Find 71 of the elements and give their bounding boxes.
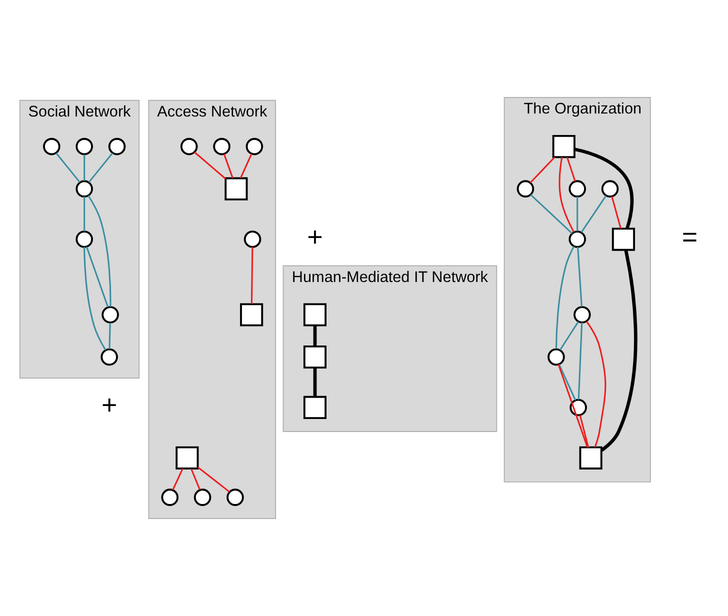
connector: [84, 196, 86, 232]
connector: [250, 247, 254, 304]
connector: [558, 157, 575, 233]
connector: [56, 152, 80, 183]
node-box: [240, 303, 264, 326]
connector: [197, 466, 230, 492]
node-circle: [43, 138, 60, 156]
node-circle: [76, 180, 93, 198]
node-circle: [100, 348, 118, 366]
node-circle: [226, 488, 244, 506]
connector: [586, 320, 606, 448]
node-box: [303, 345, 327, 369]
label: +: [307, 222, 323, 252]
cluster: The Organization: [504, 97, 651, 482]
node-circle: [246, 138, 264, 156]
connector: [223, 154, 234, 178]
connector: [574, 148, 634, 230]
connector: [558, 364, 576, 401]
node-box: [176, 446, 199, 470]
connector: [555, 246, 575, 349]
connector: [577, 246, 582, 307]
node-circle: [213, 138, 230, 156]
node-circle: [194, 488, 212, 506]
connector: [240, 154, 252, 178]
node-circle: [574, 306, 591, 324]
node-circle: [102, 306, 119, 324]
node-circle: [161, 488, 179, 506]
node-circle: [601, 180, 619, 198]
connector: [172, 468, 184, 490]
connector: [530, 156, 556, 184]
connector: [88, 195, 112, 307]
node-circle: [76, 230, 93, 248]
connector: [611, 196, 622, 229]
node-circle: [244, 230, 262, 248]
connector: [190, 468, 200, 490]
connector: [558, 364, 588, 448]
node-box: [552, 135, 576, 158]
node-circle: [568, 180, 586, 198]
connector: [578, 322, 583, 400]
node-circle: [570, 398, 587, 416]
connector: [194, 152, 226, 180]
connector: [313, 368, 317, 397]
connector: [88, 152, 114, 183]
cluster: Access Network: [148, 100, 276, 519]
connector: [530, 194, 573, 234]
node-circle: [548, 348, 565, 366]
label: =: [682, 222, 698, 252]
connector: [313, 325, 317, 346]
node-box: [612, 228, 635, 251]
connector: [86, 246, 109, 308]
label: +: [101, 390, 118, 420]
connector: [580, 195, 607, 233]
connector: [84, 247, 106, 351]
node-circle: [180, 138, 198, 156]
node-box: [579, 446, 602, 470]
cluster: Human-Mediated IT Network: [282, 265, 498, 432]
node-box: [303, 303, 327, 326]
cluster: Social Network: [19, 100, 140, 379]
connector: [600, 250, 638, 452]
connector: [566, 157, 576, 182]
connector: [108, 322, 111, 350]
node-circle: [516, 180, 534, 198]
node-box: [303, 396, 327, 419]
node-circle: [76, 138, 93, 156]
node-box: [224, 177, 248, 200]
connector: [579, 414, 590, 448]
connector: [576, 196, 578, 232]
connector: [84, 154, 86, 181]
node-circle: [108, 138, 126, 156]
connector: [559, 321, 579, 350]
node-circle: [568, 230, 586, 248]
